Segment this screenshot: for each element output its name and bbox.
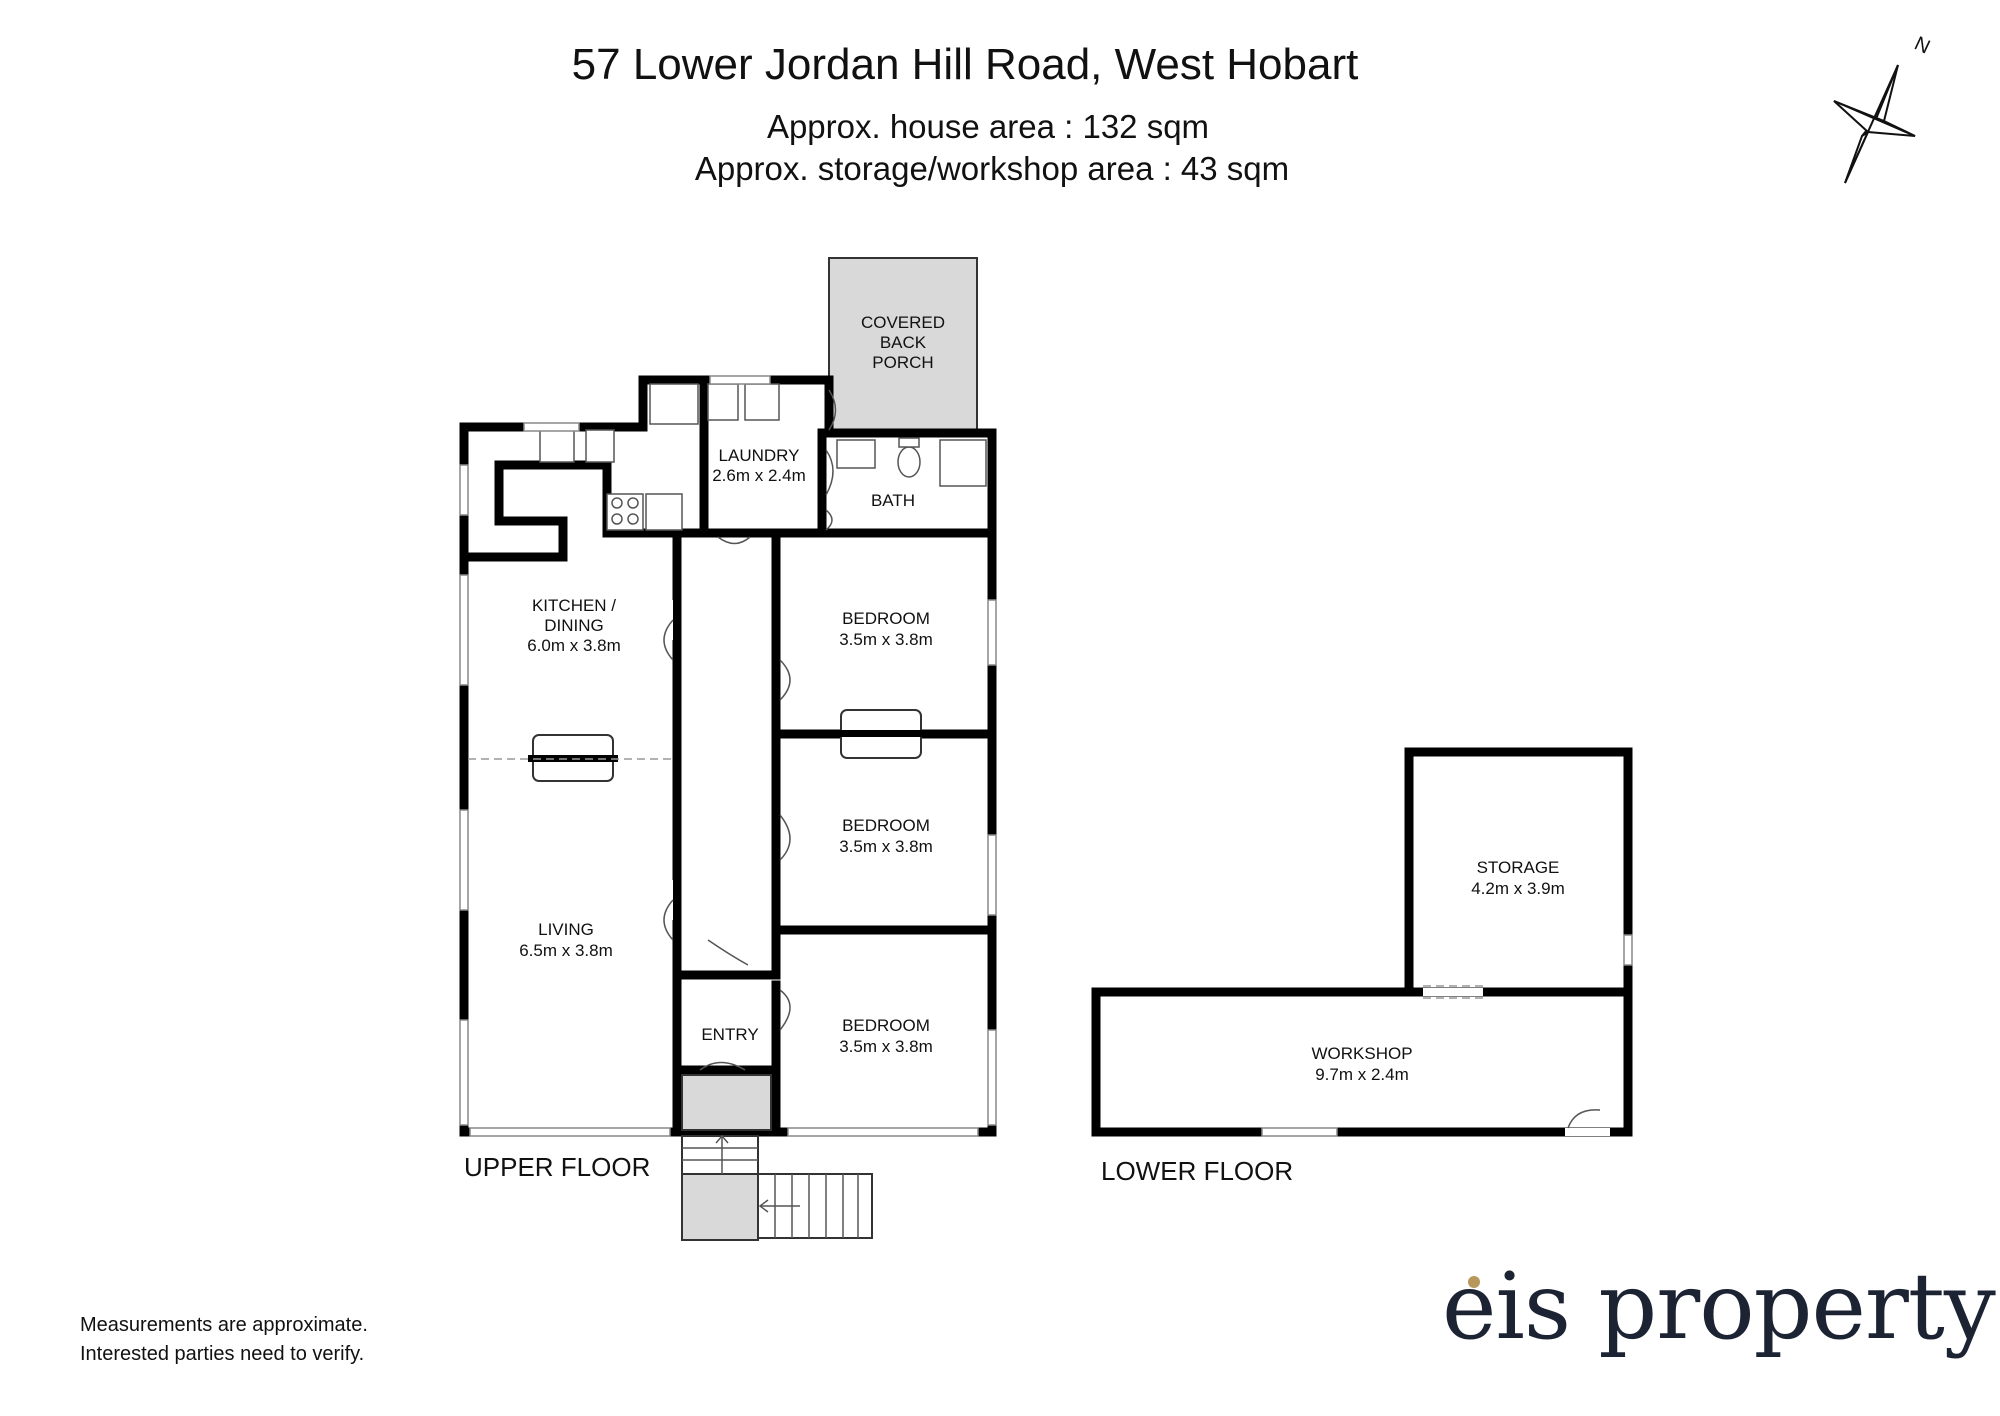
house-area: Approx. house area : 132 sqm bbox=[766, 108, 1210, 145]
bedroom3-label: BEDROOM bbox=[842, 1016, 930, 1035]
kitchen-size: 6.0m x 3.8m bbox=[527, 636, 621, 655]
tub-icon bbox=[744, 383, 780, 421]
living-size: 6.5m x 3.8m bbox=[519, 941, 613, 960]
bath-label: BATH bbox=[871, 491, 915, 510]
storage-area: Approx. storage/workshop area : 43 sqm bbox=[694, 150, 1290, 187]
bedroom1-label: BEDROOM bbox=[842, 609, 930, 628]
laundry-label: LAUNDRY bbox=[719, 446, 800, 465]
workshop-label: WORKSHOP bbox=[1311, 1044, 1412, 1063]
fan-icon bbox=[649, 383, 699, 425]
sink-icon bbox=[539, 429, 575, 463]
disclaimer-line-2: Interested parties need to verify. bbox=[80, 1343, 364, 1365]
storage-size: 4.2m x 3.9m bbox=[1471, 879, 1565, 898]
workshop-size: 9.7m x 2.4m bbox=[1315, 1065, 1409, 1084]
porch-label-2: BACK bbox=[880, 333, 927, 352]
kitchen-label-2: DINING bbox=[544, 616, 604, 635]
dishwasher-icon bbox=[585, 429, 615, 463]
plan-title: 57 Lower Jordan Hill Road, West Hobart bbox=[571, 40, 1359, 89]
bedroom3-size: 3.5m x 3.8m bbox=[839, 1037, 933, 1056]
kitchen-label-1: KITCHEN / bbox=[532, 596, 616, 615]
stove-icon bbox=[606, 493, 644, 531]
washer-icon bbox=[707, 383, 739, 421]
storage-label: STORAGE bbox=[1477, 858, 1560, 877]
landing bbox=[681, 1074, 772, 1131]
bedroom1-size: 3.5m x 3.8m bbox=[839, 630, 933, 649]
compass-n: N bbox=[1911, 33, 1933, 59]
bedroom2-size: 3.5m x 3.8m bbox=[839, 837, 933, 856]
entry-label: ENTRY bbox=[701, 1025, 758, 1044]
svg-text:eis property: eis property bbox=[1442, 1253, 1996, 1360]
compass-icon: N bbox=[1833, 33, 1933, 184]
porch-label-1: COVERED bbox=[861, 313, 945, 332]
doors bbox=[663, 389, 837, 1071]
laundry-size: 2.6m x 2.4m bbox=[712, 466, 806, 485]
covered-porch bbox=[828, 257, 978, 434]
toilet-icon bbox=[897, 446, 921, 478]
cupboard bbox=[645, 493, 683, 531]
eis-property-logo: eis property bbox=[1442, 1253, 1997, 1360]
windows bbox=[459, 375, 997, 1137]
bedroom2-label: BEDROOM bbox=[842, 816, 930, 835]
porch-label-3: PORCH bbox=[872, 353, 933, 372]
lower-floor-label: LOWER FLOOR bbox=[1101, 1156, 1293, 1186]
basin-icon bbox=[836, 439, 876, 469]
living-label: LIVING bbox=[538, 920, 594, 939]
shower-icon bbox=[939, 439, 987, 487]
upper-floor-label: UPPER FLOOR bbox=[464, 1152, 650, 1182]
disclaimer-line-1: Measurements are approximate. bbox=[80, 1314, 368, 1336]
